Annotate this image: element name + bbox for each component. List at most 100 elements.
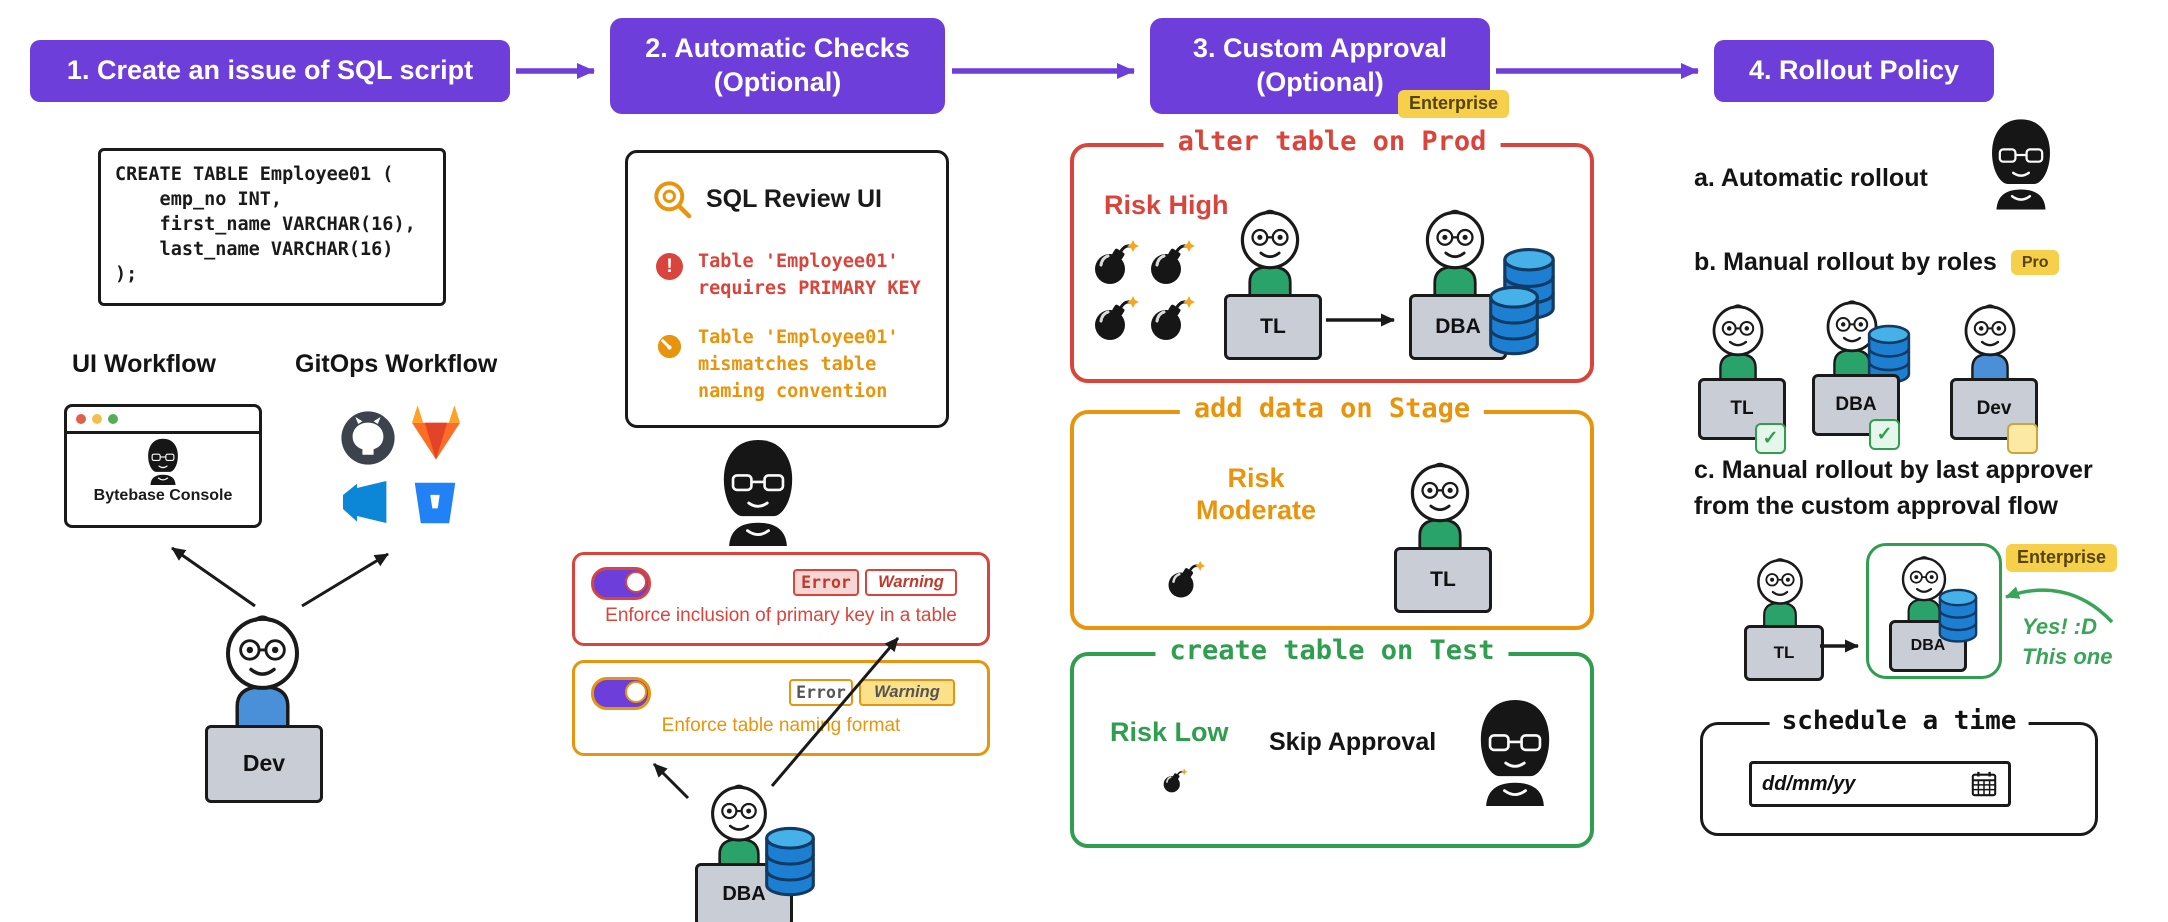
schedule-title: schedule a time bbox=[1769, 706, 2029, 736]
step2-header: 2. Automatic Checks (Optional) bbox=[610, 18, 945, 114]
database-icon bbox=[763, 826, 817, 897]
arrow-dev-to-console bbox=[171, 546, 256, 608]
bomb-icon bbox=[1092, 295, 1140, 343]
bomb-icon bbox=[1162, 768, 1188, 794]
schedule-box: schedule a time dd/mm/yy bbox=[1700, 706, 2098, 836]
rollout-option-a: a. Automatic rollout bbox=[1694, 164, 1928, 192]
warning-gauge-icon bbox=[656, 333, 683, 360]
date-input[interactable]: dd/mm/yy bbox=[1749, 761, 2011, 807]
dev-laptop: Dev bbox=[205, 724, 323, 803]
step3-title: 3. Custom Approval (Optional) bbox=[1192, 33, 1448, 97]
bomb-icon bbox=[1148, 295, 1196, 343]
rule2-error-button[interactable]: Error bbox=[789, 679, 853, 706]
role-tl-person: TL ✓ bbox=[1698, 302, 1786, 454]
rule2-warning-button[interactable]: Warning bbox=[859, 679, 955, 706]
approver-annotation: Yes! :D This one bbox=[2022, 614, 2113, 669]
dev-person: Dev bbox=[205, 612, 323, 803]
approver-tl-laptop: TL bbox=[1744, 624, 1824, 681]
review-warning-message: Table 'Employee01' mismatches table nami… bbox=[698, 327, 899, 402]
browser-titlebar bbox=[67, 407, 259, 434]
step2-title: 2. Automatic Checks (Optional) bbox=[645, 33, 910, 97]
toggle-knob bbox=[625, 681, 647, 703]
stage-tl-laptop: TL bbox=[1394, 547, 1492, 614]
prod-approval-box: alter table on Prod Risk High TL DBA bbox=[1070, 126, 1594, 383]
window-close-dot bbox=[76, 414, 86, 424]
bomb-icon bbox=[1166, 560, 1206, 600]
review-error-message: Table 'Employee01' requires PRIMARY KEY bbox=[698, 251, 921, 299]
approver-dba-person: DBA bbox=[1889, 554, 1959, 673]
prod-title: alter table on Prod bbox=[1163, 126, 1501, 157]
stage-title: add data on Stage bbox=[1179, 393, 1485, 424]
primary-key-rule-toggle[interactable] bbox=[591, 567, 651, 600]
approved-check-icon: ✓ bbox=[1755, 422, 1786, 454]
arrow-dev-to-gitops bbox=[301, 552, 389, 608]
auto-rollout-bot-icon bbox=[1982, 116, 2060, 210]
option-c-enterprise-badge: Enterprise bbox=[2006, 544, 2118, 572]
review-bot-icon bbox=[712, 436, 804, 546]
tl-laptop-label: TL bbox=[1430, 568, 1456, 592]
test-title: create table on Test bbox=[1155, 635, 1509, 666]
rollout-option-c: c. Manual rollout by last approver from … bbox=[1694, 456, 2093, 521]
approved-check-icon: ✓ bbox=[1869, 418, 1900, 450]
bitbucket-icon bbox=[408, 476, 462, 530]
review-panel-title: SQL Review UI bbox=[706, 185, 882, 213]
database-icon bbox=[1937, 588, 1979, 643]
last-approver-highlight-box: DBA bbox=[1866, 543, 2002, 679]
test-risk-label: Risk Low bbox=[1110, 717, 1229, 747]
tl-laptop-label: TL bbox=[1260, 315, 1286, 339]
prod-tl-person: TL bbox=[1224, 207, 1322, 361]
approver-tl-person: TL bbox=[1744, 556, 1824, 681]
sql-review-panel: SQL Review UI ! Table 'Employee01' requi… bbox=[625, 150, 949, 428]
database-icon bbox=[1487, 285, 1541, 356]
rollout-option-b: b. Manual rollout by roles bbox=[1694, 248, 1997, 276]
toggle-knob bbox=[625, 571, 647, 593]
console-label: Bytebase Console bbox=[93, 487, 233, 504]
stage-approval-box: add data on Stage Risk Moderate TL bbox=[1070, 393, 1594, 630]
naming-rule-toggle[interactable] bbox=[591, 677, 651, 710]
prod-risk-label: Risk High bbox=[1104, 190, 1229, 220]
bomb-icon bbox=[1092, 239, 1140, 287]
role-dev-person: Dev bbox=[1950, 302, 2038, 454]
role-dba-laptop: DBA bbox=[1812, 373, 1900, 436]
pro-badge: Pro bbox=[2010, 249, 2060, 275]
dev-figure-icon bbox=[205, 612, 320, 741]
arrow-dba-to-naming-rule bbox=[652, 762, 690, 800]
role-dba-person: DBA ✓ bbox=[1812, 298, 1892, 450]
naming-rule-box: Error Warning Enforce table naming forma… bbox=[572, 660, 990, 756]
prod-tl-laptop: TL bbox=[1224, 294, 1322, 361]
date-value: dd/mm/yy bbox=[1762, 772, 1856, 795]
primary-key-rule-box: Error Warning Enforce inclusion of prima… bbox=[572, 552, 990, 646]
rule1-error-button[interactable]: Error bbox=[793, 569, 859, 596]
test-approval-box: create table on Test Risk Low Skip Appro… bbox=[1070, 635, 1594, 848]
prod-bombs bbox=[1092, 239, 1196, 343]
azure-devops-icon bbox=[336, 474, 392, 530]
rule1-warning-button[interactable]: Warning bbox=[865, 569, 957, 596]
step1-header: 1. Create an issue of SQL script bbox=[30, 40, 510, 102]
skip-approval-label: Skip Approval bbox=[1269, 728, 1437, 756]
bytebase-console-window: Bytebase Console bbox=[64, 404, 262, 528]
gitlab-icon bbox=[404, 402, 468, 463]
dba-laptop-label: DBA bbox=[722, 883, 766, 906]
step4-title: 4. Rollout Policy bbox=[1748, 55, 1960, 86]
dev-laptop-label: Dev bbox=[1976, 397, 2012, 419]
bomb-icon bbox=[1148, 239, 1196, 287]
rule2-description: Enforce table naming format bbox=[661, 715, 901, 736]
magnifier-icon bbox=[652, 179, 694, 221]
tl-laptop-label: TL bbox=[1730, 397, 1754, 419]
calendar-icon[interactable] bbox=[1970, 770, 1998, 798]
stage-tl-person: TL bbox=[1394, 460, 1492, 614]
github-icon bbox=[340, 410, 396, 466]
dba-laptop-label: DBA bbox=[1910, 637, 1946, 655]
sql-code-block: CREATE TABLE Employee01 ( emp_no INT, fi… bbox=[98, 148, 446, 306]
dba-laptop-label: DBA bbox=[1435, 315, 1481, 339]
ui-workflow-label: UI Workflow bbox=[72, 350, 216, 378]
dba-person-checks: DBA bbox=[695, 782, 783, 922]
pending-approval-icon bbox=[2007, 422, 2038, 454]
rollout-option-b-row: b. Manual rollout by roles Pro bbox=[1694, 244, 2060, 280]
window-minimize-dot bbox=[92, 414, 102, 424]
error-icon: ! bbox=[656, 253, 683, 280]
test-bot-icon bbox=[1469, 696, 1561, 806]
window-maximize-dot bbox=[108, 414, 118, 424]
dba-laptop-label: DBA bbox=[1835, 393, 1877, 415]
